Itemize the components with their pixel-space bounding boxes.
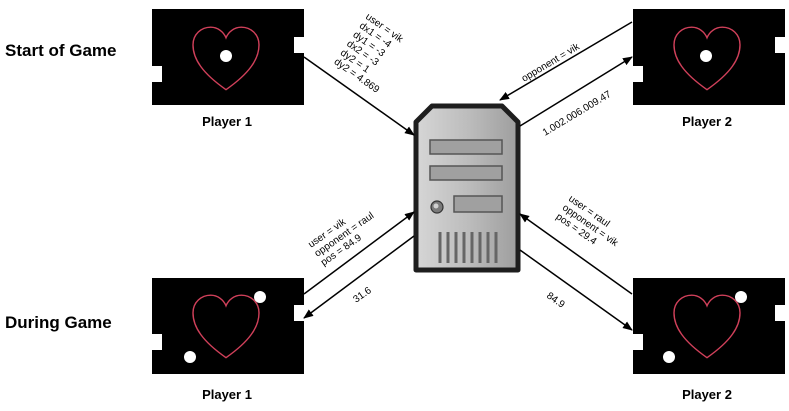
paddle-left <box>633 334 643 350</box>
arrow-during-p2-to-server <box>519 213 633 295</box>
message-start-p2-to-server: opponent = vik <box>520 41 583 85</box>
paddle-left <box>633 66 643 82</box>
ball-icon <box>184 351 196 363</box>
player-label-start-right: Player 2 <box>682 114 732 129</box>
ball-icon <box>254 291 266 303</box>
game-screen-during-p1 <box>152 278 304 374</box>
server-icon <box>413 103 521 273</box>
paddle-right <box>294 305 304 321</box>
paddle-right <box>775 305 785 321</box>
arrow-start-p1-to-server <box>303 56 415 136</box>
paddle-right <box>775 37 785 53</box>
message-line: 1.002.006.009.47 <box>541 89 614 139</box>
message-arrows <box>303 21 633 331</box>
arrow-start-p2-to-server <box>499 21 633 101</box>
message-during-p1-to-server: user = vik opponent = raul pos = 84.9 <box>306 200 384 269</box>
message-during-server-to-p1: 31.6 <box>351 285 374 305</box>
paddle-left <box>152 334 162 350</box>
section-label-during: During Game <box>5 313 112 332</box>
message-during-server-to-p2: 84.9 <box>544 290 567 310</box>
arrow-during-server-to-p1 <box>303 235 415 319</box>
player-label-during-left: Player 1 <box>202 387 252 402</box>
ball-icon <box>700 50 712 62</box>
arrow-during-p1-to-server <box>303 211 415 295</box>
player-label-start-left: Player 1 <box>202 114 252 129</box>
ball-icon <box>220 50 232 62</box>
message-start-server-to-p2: 1.002.006.009.47 <box>541 89 614 139</box>
game-screen-start-p2 <box>633 9 785 105</box>
message-line: 31.6 <box>351 285 374 305</box>
paddle-left <box>152 66 162 82</box>
message-during-p2-to-server: user = raul opponent = vik pos = 29.4 <box>554 193 629 259</box>
message-line: 84.9 <box>544 290 567 310</box>
ball-icon <box>735 291 747 303</box>
player-label-during-right: Player 2 <box>682 387 732 402</box>
game-screen-during-p2 <box>633 278 785 374</box>
message-line: opponent = vik <box>520 41 583 85</box>
arrow-start-server-to-p2 <box>519 56 633 127</box>
paddle-right <box>294 37 304 53</box>
ball-icon <box>663 351 675 363</box>
arrow-during-server-to-p2 <box>519 249 633 331</box>
game-screen-start-p1 <box>152 9 304 105</box>
message-start-p1-to-server: user = vik dx1 = -4 dy1 = -3 dx2 = -3 dy… <box>332 11 413 95</box>
section-label-start: Start of Game <box>5 41 116 60</box>
